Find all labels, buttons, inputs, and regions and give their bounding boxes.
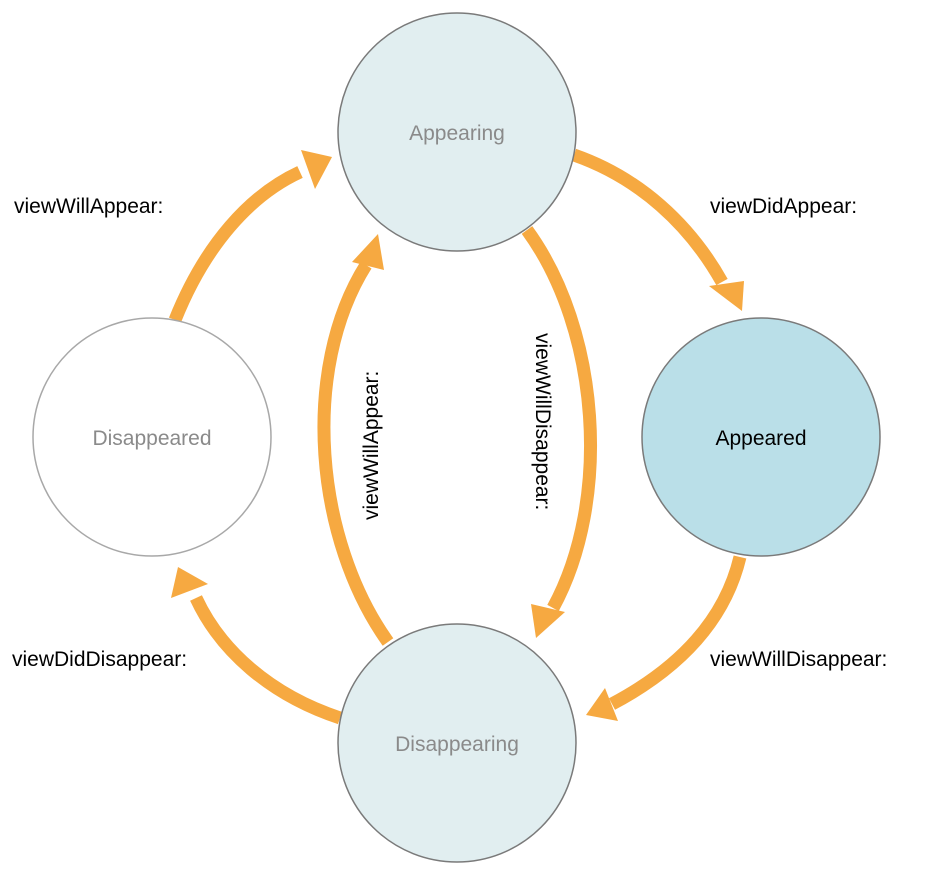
transition-arrows	[168, 148, 747, 725]
state-label: Disappeared	[92, 427, 211, 450]
arrow-disappearing-to-appearing	[317, 234, 394, 646]
state-circle	[641, 317, 881, 557]
transition-label-view-did-appear: viewDidAppear:	[710, 195, 857, 218]
arrowhead-icon	[171, 567, 208, 598]
arrow-shaft	[571, 148, 728, 286]
state-appearing: Appearing	[337, 12, 577, 252]
state-label: Disappearing	[395, 733, 519, 756]
transition-label-view-did-disappear: viewDidDisappear:	[12, 648, 187, 671]
arrow-shaft	[317, 261, 394, 646]
transition-label-view-will-disappear-inner: viewWillDisappear:	[531, 333, 554, 510]
state-disappearing: Disappearing	[337, 623, 577, 863]
arrowhead-icon	[586, 688, 618, 721]
arrow-appeared-to-disappearing	[586, 555, 747, 721]
arrowhead-icon	[709, 281, 744, 311]
arrowhead-icon	[531, 604, 565, 638]
arrow-shaft	[608, 555, 747, 710]
state-appeared: Appeared	[641, 317, 881, 557]
arrow-shaft	[521, 226, 598, 612]
arrowhead-icon	[352, 234, 384, 270]
state-disappeared: Disappeared	[32, 317, 272, 557]
arrow-appearing-to-appeared	[571, 148, 744, 311]
arrowhead-icon	[301, 150, 332, 189]
transition-label-view-will-disappear-outer: viewWillDisappear:	[710, 648, 887, 671]
state-label: Appearing	[409, 122, 505, 145]
arrow-appearing-to-disappearing	[521, 226, 598, 638]
state-circle	[337, 623, 577, 863]
arrow-disappeared-to-appearing	[168, 150, 332, 323]
arrow-shaft	[168, 166, 303, 323]
transition-label-view-will-appear-outer: viewWillAppear:	[14, 195, 163, 218]
state-circle	[337, 12, 577, 252]
arrow-shaft	[190, 595, 343, 725]
arrow-disappearing-to-disappeared	[171, 567, 343, 725]
state-label: Appeared	[715, 427, 806, 450]
transition-label-view-will-appear-inner: viewWillAppear:	[360, 371, 383, 520]
state-circle	[32, 317, 272, 557]
